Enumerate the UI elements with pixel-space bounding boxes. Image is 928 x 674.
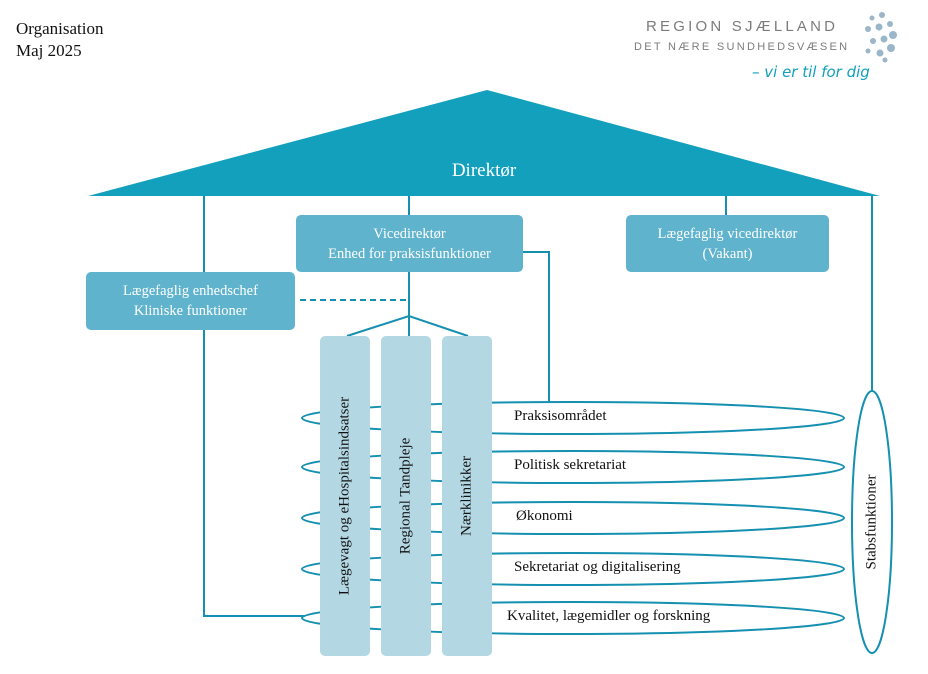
ring-label-okonomi: Økonomi (516, 508, 573, 524)
director-roof (88, 90, 880, 196)
staff-functions-ellipse (851, 390, 893, 654)
column-laegevagt: Lægevagt og eHospitalsindsatser (320, 336, 370, 656)
unit-chief-box: Lægefaglig enhedschef Kliniske funktione… (86, 272, 295, 330)
director-label: Direktør (451, 160, 517, 181)
vice-director-box: Vicedirektør Enhed for praksisfunktioner (296, 215, 523, 272)
ring-ellipse-5 (301, 601, 845, 635)
column-tandpleje: Regional Tandpleje (381, 336, 431, 656)
ring-label-politisk: Politisk sekretariat (514, 457, 627, 473)
vice-director-title: Vicedirektør (373, 225, 446, 242)
vice-director-unit: Enhed for praksisfunktioner (328, 245, 491, 262)
ring-ellipses (301, 401, 845, 635)
ring-label-sekretariat: Sekretariat og digitalisering (514, 559, 681, 575)
column-naerklinikker: Nærklinikker (442, 336, 492, 656)
column-naerklinikker-label: Nærklinikker (458, 456, 475, 536)
medical-vice-director-box: Lægefaglig vicedirektør (Vakant) (626, 215, 829, 272)
ring-ellipse-4 (301, 552, 845, 586)
page-date: Maj 2025 (16, 41, 82, 60)
logo-line-1: REGION SJÆLLAND (646, 18, 839, 35)
staff-functions-label: Stabsfunktioner (863, 474, 880, 570)
page-title: Organisation (16, 19, 104, 38)
column-laegevagt-label: Lægevagt og eHospitalsindsatser (336, 396, 353, 596)
ring-label-kvalitet: Kvalitet, lægemidler og forskning (507, 608, 711, 624)
unit-chief-unit: Kliniske funktioner (133, 303, 248, 319)
unit-chief-title: Lægefaglig enhedschef (123, 283, 258, 299)
column-tandpleje-label: Regional Tandpleje (397, 437, 414, 555)
logo-tagline: – vi er til for dig (752, 63, 870, 81)
logo-line-2: DET NÆRE SUNDHEDSVÆSEN (634, 41, 850, 53)
connector-lines (203, 196, 873, 617)
ring-label-praksis: Praksisområdet (514, 408, 607, 424)
logo-dots-icon (865, 12, 897, 63)
medical-vice-director-status: (Vakant) (702, 245, 753, 262)
ring-ellipse-1 (301, 401, 845, 435)
medical-vice-director-title: Lægefaglig vicedirektør (657, 225, 798, 242)
ring-ellipse-2 (301, 450, 845, 484)
ring-ellipse-3 (301, 501, 845, 535)
